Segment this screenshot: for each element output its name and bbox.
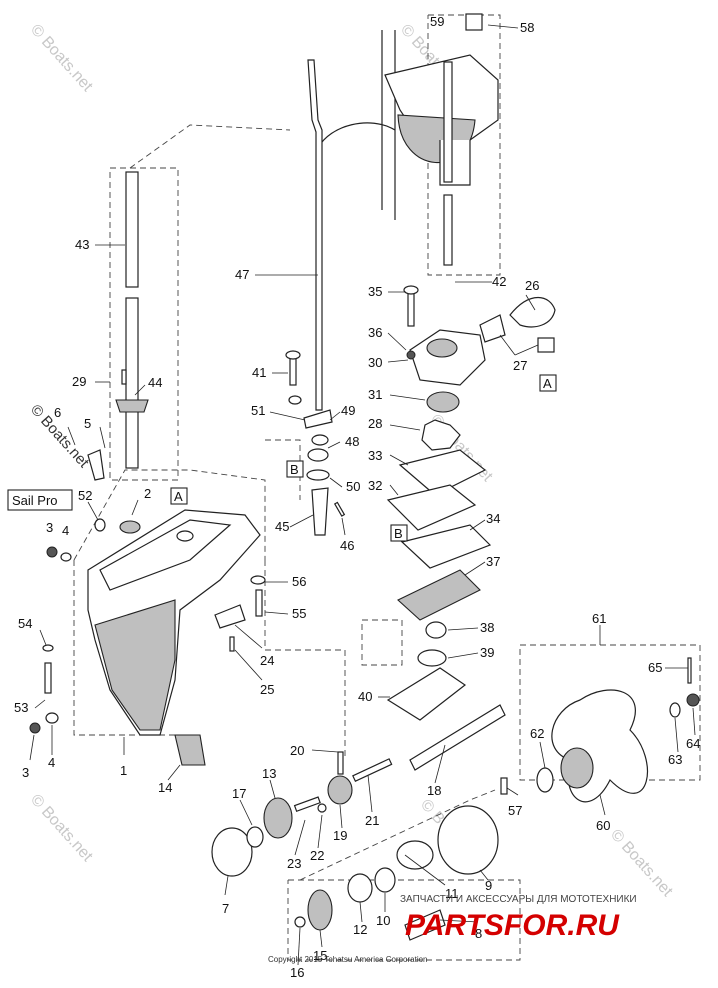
watermark: © Boats.net (607, 826, 676, 900)
shift-rod (307, 59, 323, 411)
copyright-text: Copyright 2015 Tohatsu America Corporati… (268, 955, 428, 964)
gear-case (87, 509, 261, 736)
callout-labels: 1 2 3 3 4 4 5 6 7 8 9 10 11 12 13 14 15 … (14, 14, 700, 980)
callout-65: 65 (648, 660, 662, 675)
callout-36: 36 (368, 325, 382, 340)
sail-pro-label: Sail Pro (12, 493, 58, 508)
callout-21: 21 (365, 813, 379, 828)
callout-40: 40 (358, 689, 372, 704)
ref-box-b-label: B (394, 526, 403, 541)
callout-27: 27 (513, 358, 527, 373)
callout-13: 13 (262, 766, 276, 781)
callout-29: 29 (72, 374, 86, 389)
callout-50: 50 (346, 479, 360, 494)
callout-34: 34 (486, 511, 500, 526)
callout-18: 18 (427, 783, 441, 798)
callout-35: 35 (368, 284, 382, 299)
callout-25: 25 (260, 682, 274, 697)
ref-box-b (390, 524, 408, 542)
callout-44: 44 (148, 375, 162, 390)
callout-49: 49 (341, 403, 355, 418)
water-pump-assembly (386, 285, 556, 721)
water-tube (443, 13, 483, 266)
drive-shaft (115, 171, 149, 469)
callout-20: 20 (290, 743, 304, 758)
callout-16: 16 (290, 965, 304, 980)
callout-55: 55 (292, 606, 306, 621)
callout-37: 37 (486, 554, 500, 569)
brand-tagline: ЗАПЧАСТИ И АКСЕССУАРЫ ДЛЯ МОТОТЕХНИКИ (400, 894, 637, 905)
callout-3: 3 (46, 520, 53, 535)
callout-61: 61 (592, 611, 606, 626)
callout-26: 26 (525, 278, 539, 293)
callout-15: 15 (313, 948, 327, 963)
callout-59: 59 (430, 14, 444, 29)
callout-47: 47 (235, 267, 249, 282)
callout-56: 56 (292, 574, 306, 589)
watermark: © Boats.net (27, 791, 96, 865)
callout-43: 43 (75, 237, 89, 252)
callout-22: 22 (310, 848, 324, 863)
callout-28: 28 (368, 416, 382, 431)
callout-6: 6 (54, 405, 61, 420)
callout-51: 51 (251, 403, 265, 418)
callout-39: 39 (480, 645, 494, 660)
brand-logo: PARTSFOR.RU (405, 909, 620, 942)
ref-box-a (539, 374, 557, 392)
callout-46: 46 (340, 538, 354, 553)
callout-42: 42 (492, 274, 506, 289)
callout-52: 52 (78, 488, 92, 503)
ref-box-a (170, 487, 188, 505)
callout-9: 9 (485, 878, 492, 893)
callout-14: 14 (158, 780, 172, 795)
callout-60: 60 (596, 818, 610, 833)
callout-32: 32 (368, 478, 382, 493)
callout-4: 4 (48, 755, 55, 770)
callout-4: 4 (62, 523, 69, 538)
callout-48: 48 (345, 434, 359, 449)
callout-8: 8 (475, 926, 482, 941)
callout-2: 2 (144, 486, 151, 501)
callout-58: 58 (520, 20, 534, 35)
callout-54: 54 (18, 616, 32, 631)
midsection-housing (317, 30, 499, 220)
callout-19: 19 (333, 828, 347, 843)
callout-10: 10 (376, 913, 390, 928)
callout-24: 24 (260, 653, 274, 668)
ref-box-b (286, 460, 304, 478)
callout-64: 64 (686, 736, 700, 751)
brand-footer: ЗАПЧАСТИ И АКСЕССУАРЫ ДЛЯ МОТОТЕХНИКИ PA… (268, 894, 637, 964)
callout-31: 31 (368, 387, 382, 402)
callout-62: 62 (530, 726, 544, 741)
leader-lines (29, 24, 696, 966)
callout-23: 23 (287, 856, 301, 871)
callout-7: 7 (222, 901, 229, 916)
callout-63: 63 (668, 752, 682, 767)
sail-pro-box (7, 489, 73, 511)
callout-11: 11 (445, 886, 459, 901)
callout-53: 53 (14, 700, 28, 715)
callout-3: 3 (22, 765, 29, 780)
small-hardware (29, 350, 508, 795)
callout-5: 5 (84, 416, 91, 431)
callout-1: 1 (120, 763, 127, 778)
callout-57: 57 (508, 803, 522, 818)
callout-33: 33 (368, 448, 382, 463)
gear-train (174, 704, 506, 941)
ref-box-a-label: A (174, 489, 183, 504)
callout-12: 12 (353, 922, 367, 937)
callout-38: 38 (480, 620, 494, 635)
assembly-outlines (73, 14, 701, 961)
reference-boxes: A A B B Sail Pro (7, 374, 557, 542)
watermark: © Boats.net (27, 21, 96, 95)
callout-41: 41 (252, 365, 266, 380)
ref-box-a-label: A (543, 376, 552, 391)
callout-17: 17 (232, 786, 246, 801)
callout-45: 45 (275, 519, 289, 534)
propeller-assembly (536, 657, 700, 803)
ref-box-b-label: B (290, 462, 299, 477)
callout-30: 30 (368, 355, 382, 370)
